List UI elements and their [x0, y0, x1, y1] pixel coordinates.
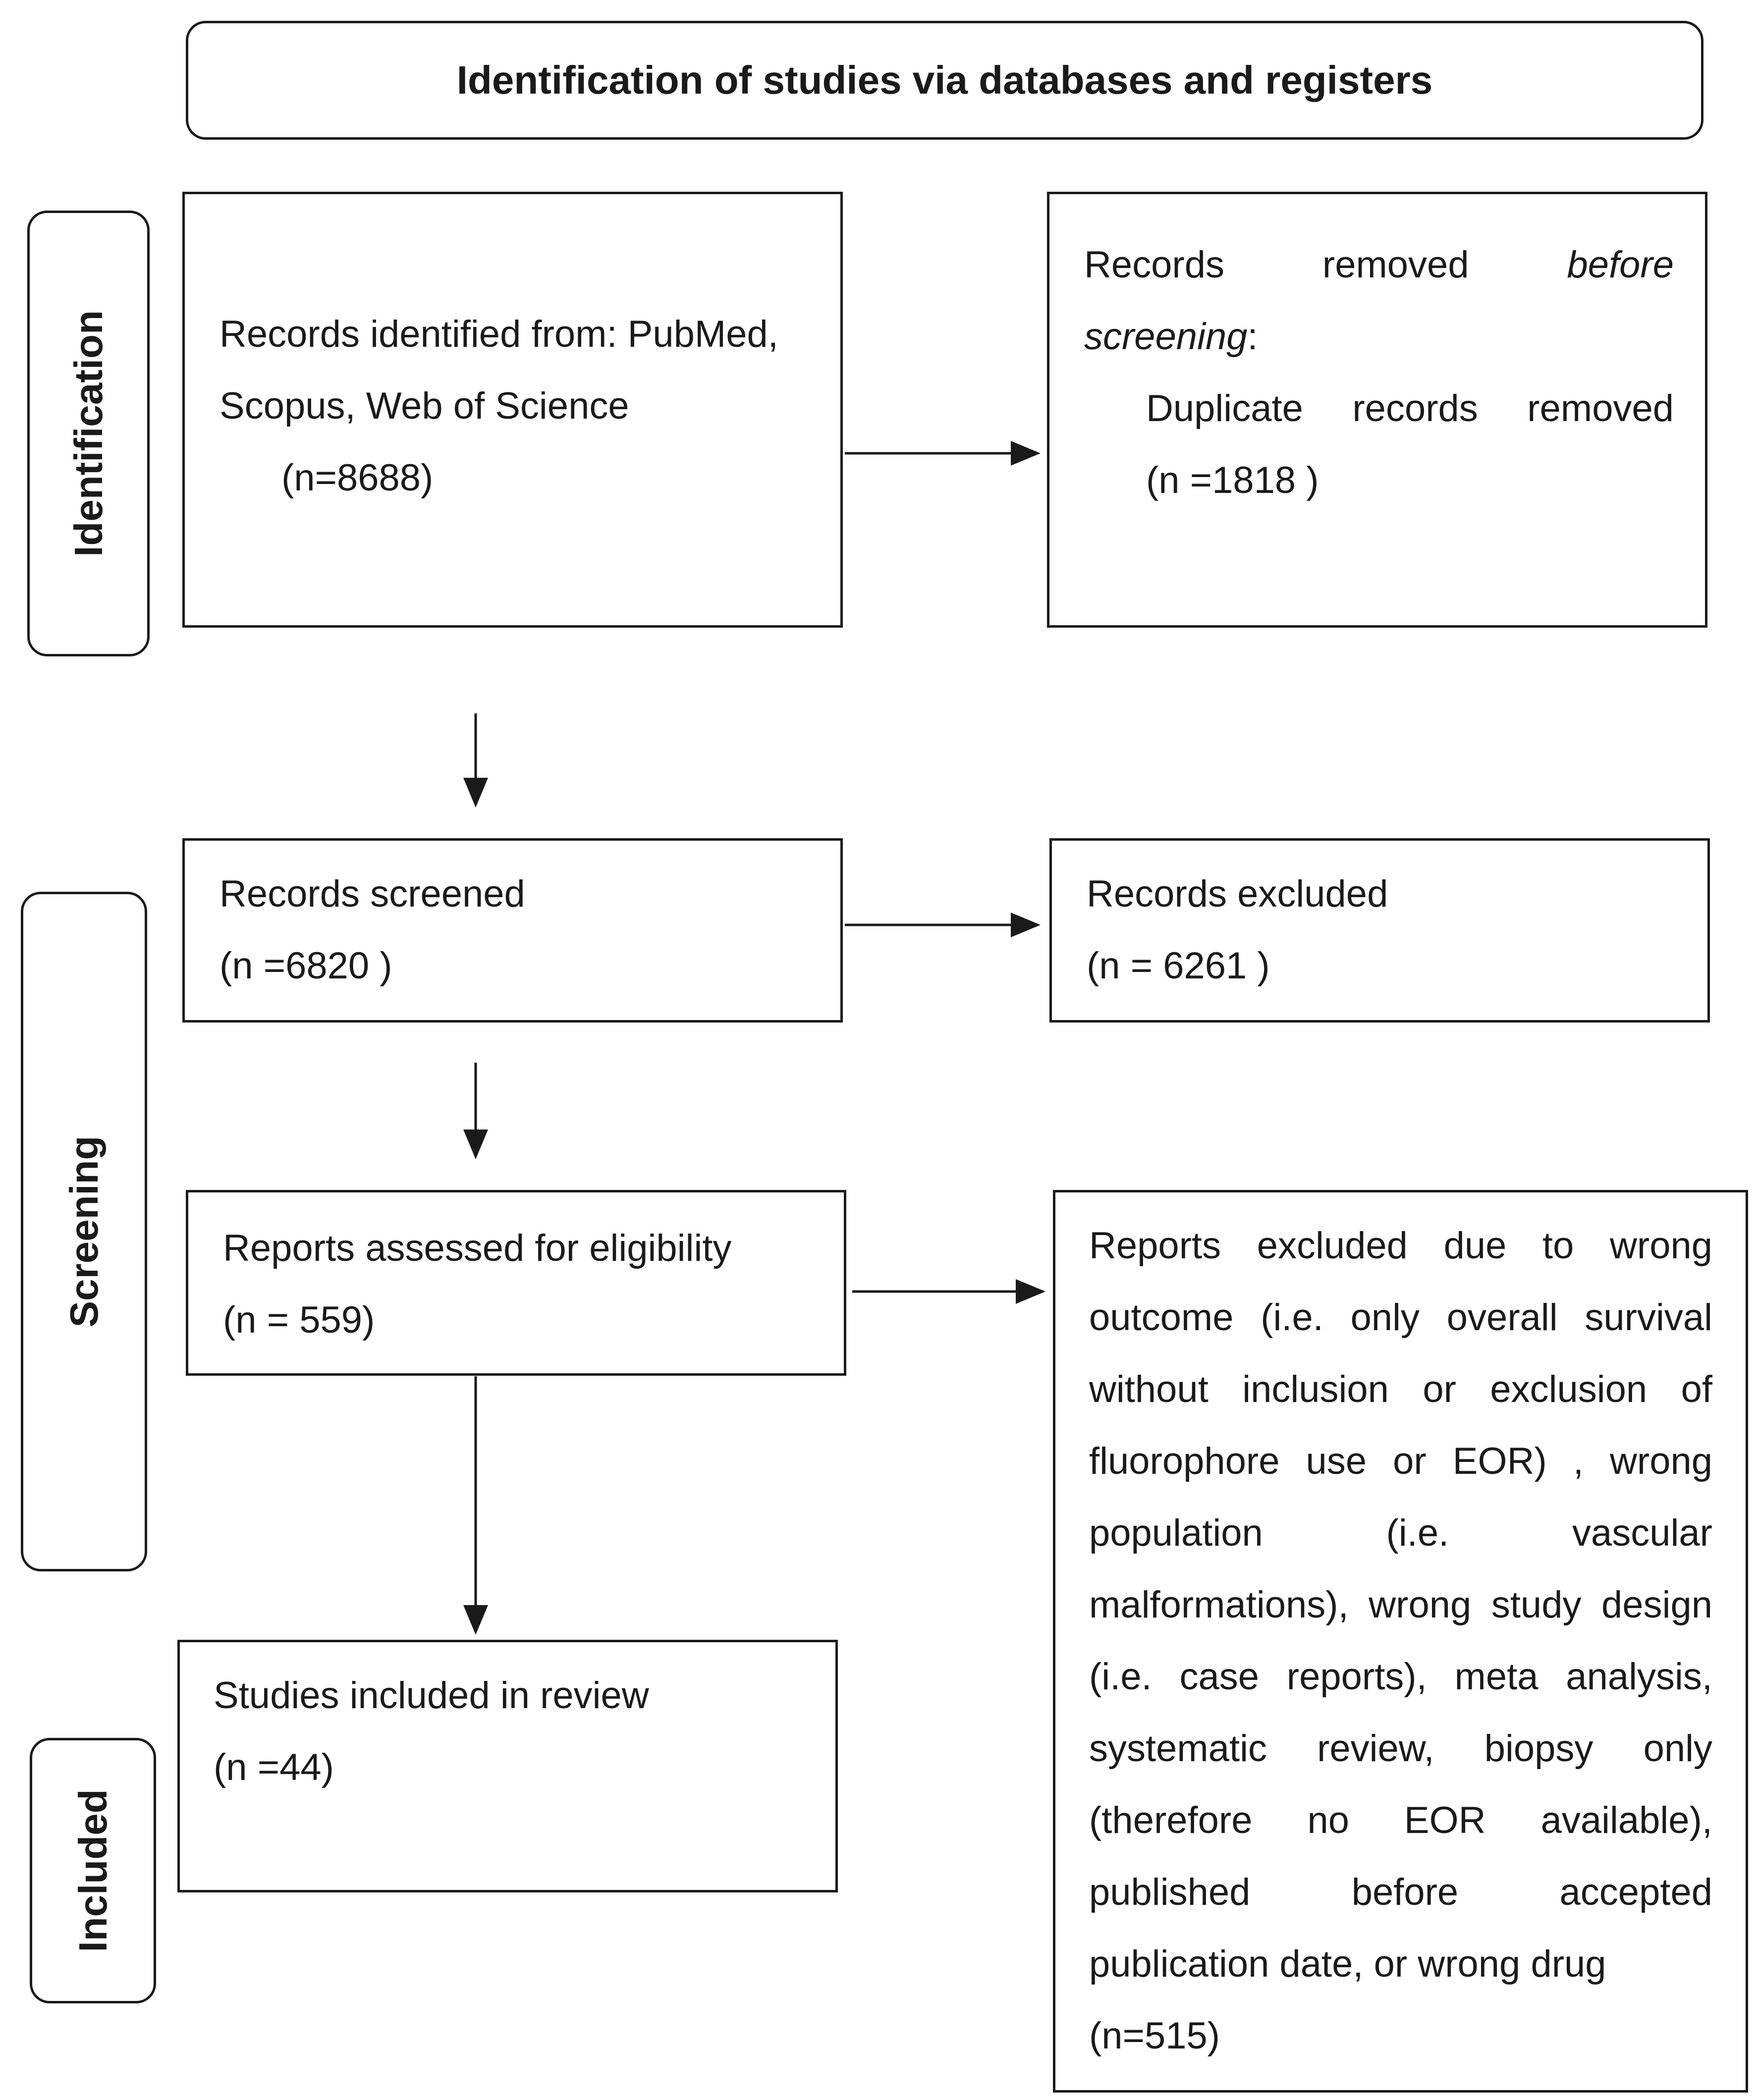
reports-excluded-line: published before accepted [1089, 1871, 1712, 1913]
records-removed-word3: before [1567, 244, 1674, 286]
reports-assessed-box: Reports assessed for eligibility (n = 55… [186, 1190, 846, 1376]
phase-included: Included [30, 1738, 156, 2003]
reports-excluded-line: fluorophore use or EOR) , wrong [1089, 1440, 1712, 1482]
reports-excluded-box: Reports excluded due to wrong outcome (i… [1053, 1190, 1748, 2093]
records-excluded-label: Records excluded [1087, 873, 1388, 915]
records-screened-label: Records screened [220, 873, 525, 915]
records-identified-count: (n=8688) [281, 457, 434, 499]
studies-included-box: Studies included in review (n =44) [177, 1640, 838, 1892]
records-identified-line2: Scopus, Web of Science [220, 385, 629, 427]
records-excluded-box: Records excluded (n = 6261 ) [1049, 838, 1710, 1023]
records-removed-duplicates: Duplicate records removed [1146, 387, 1674, 430]
records-screened-count: (n =6820 ) [220, 945, 392, 987]
studies-included-label: Studies included in review [214, 1674, 649, 1717]
records-screened-box: Records screened (n =6820 ) [182, 838, 843, 1023]
records-removed-word2: removed [1322, 244, 1469, 286]
reports-excluded-line: (therefore no EOR available), [1089, 1799, 1712, 1841]
reports-assessed-label: Reports assessed for eligibility [223, 1227, 732, 1269]
reports-assessed-count: (n = 559) [223, 1299, 375, 1341]
reports-excluded-line: systematic review, biopsy only [1089, 1727, 1712, 1770]
records-identified-box: Records identified from: PubMed, Scopus,… [182, 192, 843, 628]
records-removed-word1: Records [1084, 244, 1224, 286]
phase-identification: Identification [27, 211, 150, 656]
records-removed-colon: : [1247, 316, 1258, 358]
records-identified-line1: Records identified from: PubMed, [220, 313, 778, 355]
reports-excluded-count: (n=515) [1089, 2015, 1220, 2057]
header-title: Identification of studies via databases … [456, 58, 1433, 102]
records-excluded-count: (n = 6261 ) [1087, 945, 1270, 987]
records-removed-box: Records removed before screening: Duplic… [1047, 192, 1707, 628]
records-removed-word4: screening [1084, 316, 1248, 358]
records-removed-count: (n =1818 ) [1146, 459, 1319, 501]
studies-included-count: (n =44) [214, 1746, 334, 1788]
header-box: Identification of studies via databases … [186, 21, 1703, 140]
reports-excluded-line: (i.e. case reports), meta analysis, [1089, 1656, 1712, 1698]
reports-excluded-line: publication date, or wrong drug [1089, 1943, 1606, 1985]
phase-screening: Screening [21, 892, 147, 1571]
reports-excluded-line: Reports excluded due to wrong [1089, 1225, 1712, 1267]
reports-excluded-line: outcome (i.e. only overall survival [1089, 1296, 1712, 1339]
reports-excluded-line: without inclusion or exclusion of [1089, 1368, 1712, 1410]
reports-excluded-line: malformations), wrong study design [1089, 1584, 1712, 1626]
reports-excluded-line: population (i.e. vascular [1089, 1512, 1712, 1554]
